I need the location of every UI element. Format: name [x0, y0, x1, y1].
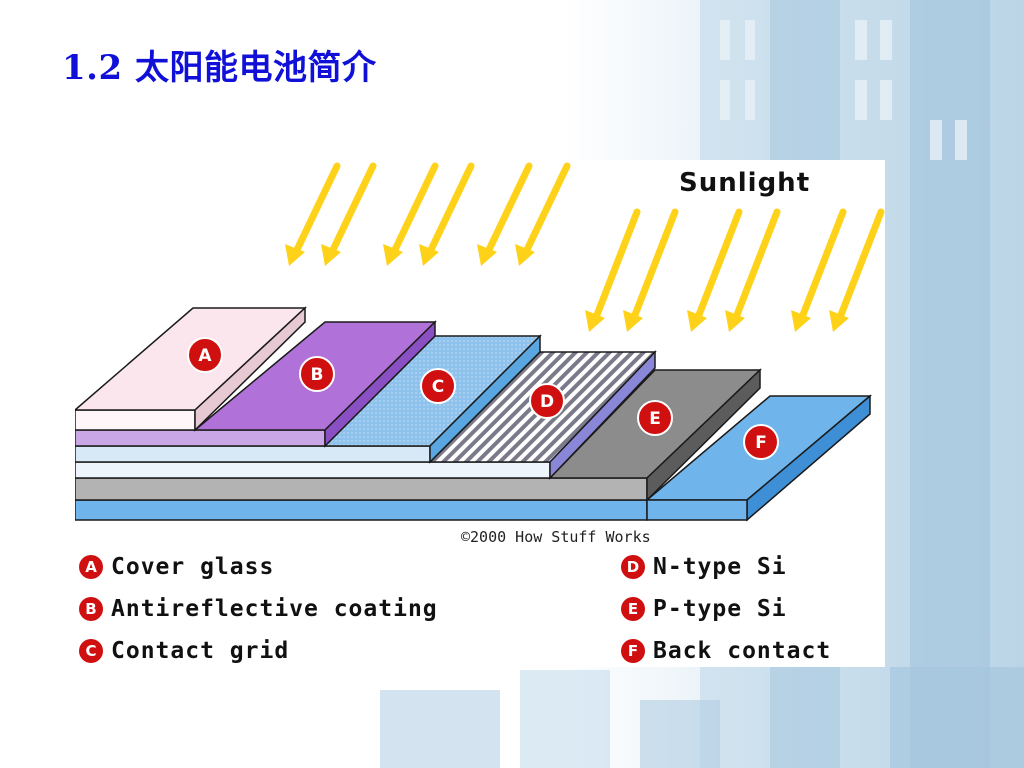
sunlight-arrow-shaft [835, 208, 885, 324]
layer-badge-a-text: A [198, 346, 212, 366]
legend-item-cover-glass: A Cover glass [79, 553, 274, 581]
sunlight-arrow-head [687, 310, 707, 332]
sunlight-arrow-head [585, 310, 605, 332]
legend-item-contact-grid: C Contact grid [79, 637, 289, 665]
sunlight-arrow-shaft [425, 162, 475, 258]
sunlight-arrow-head [829, 310, 849, 332]
legend-label-n-type-si: N-type Si [653, 554, 787, 580]
legend-badge-a: A [79, 555, 103, 579]
sunlight-arrow-shaft [731, 208, 781, 324]
layer-badge-d-text: D [540, 392, 554, 412]
legend-item-n-type-si: D N-type Si [621, 553, 787, 581]
sunlight-arrow-head [383, 244, 403, 266]
legend-badge-c: C [79, 639, 103, 663]
legend-badge-e: E [621, 597, 645, 621]
sunlight-arrow-shaft [327, 162, 377, 258]
layer-badge-b-text: B [311, 365, 324, 385]
layer-badge-e-text: E [649, 409, 661, 429]
sunlight-arrow-shaft [629, 208, 679, 324]
sunlight-label: Sunlight [679, 168, 811, 198]
sunlight-arrow-shaft [291, 162, 341, 258]
sunlight-arrow-head [791, 310, 811, 332]
legend-label-contact-grid: Contact grid [111, 638, 290, 664]
legend-label-antireflective-coating: Antireflective coating [111, 596, 438, 622]
solar-cell-diagram: A B C D E F Sunlight ©200 [75, 160, 885, 667]
slide-title: 1.2 太阳能电池简介 [62, 48, 377, 88]
sunlight-arrow-shaft [389, 162, 439, 258]
legend-badge-b: B [79, 597, 103, 621]
sunlight-arrow-shaft [591, 208, 641, 324]
layer-badge-c-text: C [432, 377, 444, 397]
layer-badge-b: B [299, 356, 335, 392]
layer-badge-e: E [637, 400, 673, 436]
copyright-text: ©2000 How Stuff Works [461, 528, 651, 546]
sunlight-arrow-head [515, 244, 535, 266]
sunlight-arrow-shaft [797, 208, 847, 324]
sunlight-arrow-shaft [521, 162, 571, 258]
layer-badge-c: C [420, 368, 456, 404]
legend-item-p-type-si: E P-type Si [621, 595, 787, 623]
legend-item-back-contact: F Back contact [621, 637, 831, 665]
legend-badge-d: D [621, 555, 645, 579]
layer-badge-f: F [743, 424, 779, 460]
sunlight-arrow-head [285, 244, 305, 266]
sunlight-arrow-head [725, 310, 745, 332]
layer-badge-d: D [529, 383, 565, 419]
legend-label-back-contact: Back contact [653, 638, 832, 664]
sunlight-arrow-head [321, 244, 341, 266]
legend-label-p-type-si: P-type Si [653, 596, 787, 622]
sunlight-arrow-head [623, 310, 643, 332]
sunlight-arrows [285, 162, 885, 332]
sunlight-arrow-shaft [693, 208, 743, 324]
layer-badge-a: A [187, 337, 223, 373]
sunlight-arrow-shaft [483, 162, 533, 258]
layer-badge-f-text: F [755, 433, 767, 453]
legend-badge-f: F [621, 639, 645, 663]
sunlight-arrow-head [419, 244, 439, 266]
sunlight-arrow-head [477, 244, 497, 266]
legend-label-cover-glass: Cover glass [111, 554, 275, 580]
solar-cell-layers: A B C D E F [75, 162, 885, 522]
legend-item-antireflective-coating: B Antireflective coating [79, 595, 438, 623]
